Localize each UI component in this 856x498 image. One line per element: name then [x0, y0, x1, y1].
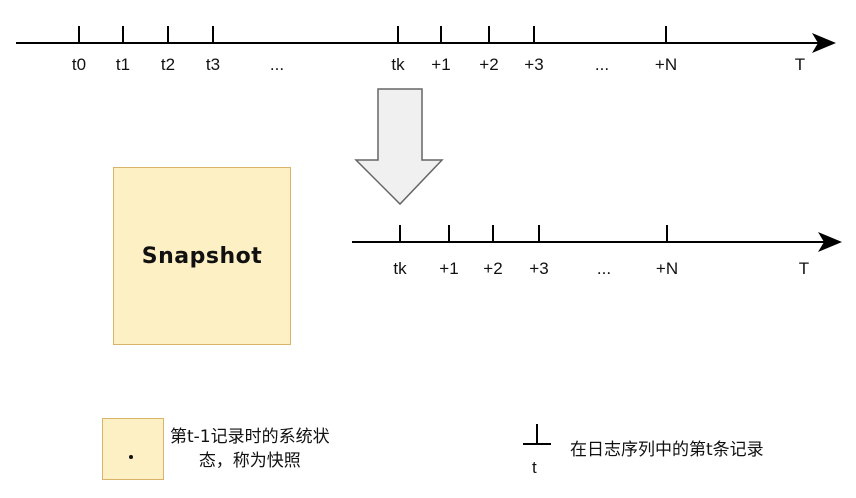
- bottom-axis-arrowhead: [818, 232, 842, 252]
- bottom-end-label: T: [798, 259, 810, 278]
- top-tick-label: t2: [160, 55, 176, 74]
- legend-snapshot-desc-line2: 态，称为快照: [198, 451, 301, 471]
- transition-down-arrow: [354, 88, 444, 206]
- legend-tick-symbol-label: t: [532, 458, 537, 477]
- bottom-tick-label: +N: [655, 259, 679, 278]
- top-axis-arrowhead: [812, 33, 836, 53]
- bottom-ticks: [399, 225, 668, 242]
- top-tick-label: +1: [431, 55, 451, 74]
- legend-snapshot-desc: 第t-1记录时的系统状 态，称为快照: [170, 425, 330, 473]
- top-tick-label: t3: [205, 55, 221, 74]
- bottom-ellipsis: ...: [596, 259, 612, 278]
- top-tick-label: +3: [524, 55, 544, 74]
- top-tick-label: tk: [391, 55, 405, 74]
- top-tick-label: +2: [479, 55, 499, 74]
- top-ellipsis: ...: [594, 55, 610, 74]
- bottom-tick-label: +3: [529, 259, 549, 278]
- bottom-tick-label: tk: [393, 259, 407, 278]
- top-ellipsis: ...: [269, 55, 285, 74]
- top-end-label: T: [794, 55, 806, 74]
- legend-snapshot-desc-line1: 第t-1记录时的系统状: [170, 427, 330, 447]
- snapshot-box: Snapshot: [113, 167, 291, 345]
- top-tick-label: t0: [71, 55, 87, 74]
- snapshot-label: Snapshot: [141, 243, 263, 269]
- legend-tick-desc: 在日志序列中的第t条记录: [570, 440, 764, 460]
- legend-swatch-dot: [129, 455, 133, 459]
- top-ticks: [78, 26, 667, 43]
- bottom-tick-label: +2: [483, 259, 503, 278]
- bottom-tick-label: +1: [439, 259, 459, 278]
- top-tick-label: t1: [115, 55, 131, 74]
- top-tick-label: +N: [654, 55, 678, 74]
- legend-snapshot-swatch: [102, 418, 164, 480]
